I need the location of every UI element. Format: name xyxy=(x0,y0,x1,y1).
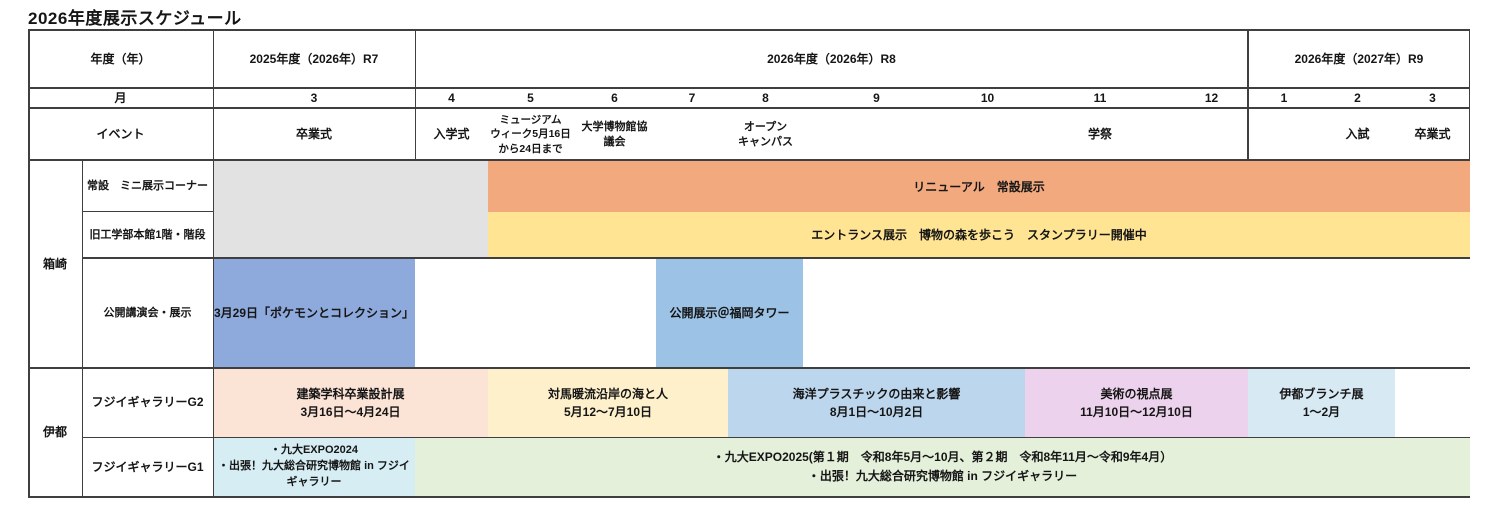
block-pokemon-lecture: 3月29日「ポケモンとコレクション」 xyxy=(213,258,415,368)
month-8: 8 xyxy=(762,91,769,106)
block-title: 対馬暖流沿岸の海と人 xyxy=(547,386,668,401)
event-open-campus: オープン キャンパス xyxy=(738,120,793,148)
grid-line-g2-g1 xyxy=(82,436,1470,438)
grid-line-right xyxy=(1468,29,1470,161)
month-10: 10 xyxy=(980,91,995,106)
block-title: 美術の視点展 xyxy=(1100,386,1173,401)
month-row-label: 月 xyxy=(114,91,127,106)
row-label-public-lecture: 公開講演会・展示 xyxy=(103,306,192,319)
grid-line-row2 xyxy=(82,257,1470,259)
group-ito: 伊都 xyxy=(42,425,67,440)
month-12: 12 xyxy=(1204,91,1219,106)
grid-line-top xyxy=(28,29,1470,31)
grid-line-r7-r8 xyxy=(414,29,416,161)
event-entrance-ceremony: 入学式 xyxy=(433,127,470,142)
block-line2: ・出張！九大総合研究博物館 in フジイギャラリー xyxy=(218,460,410,488)
grid-line-under-event xyxy=(28,159,1470,161)
grid-line-bottom xyxy=(28,495,1470,498)
block-title: 海洋プラスチックの由来と影響 xyxy=(792,386,961,401)
block-title: 伊都ブランチ展 xyxy=(1279,386,1364,401)
block-dates: 3月16日～4月24日 xyxy=(300,404,401,419)
block-entrance-exhibit: エントランス展示 博物の森を歩こう スタンプラリー開催中 xyxy=(488,212,1470,258)
month-1: 1 xyxy=(1280,91,1288,106)
grid-line-left xyxy=(28,29,30,497)
event-graduation-1: 卒業式 xyxy=(295,127,332,142)
block-ito-branch-exhibit: 伊都ブランチ展 1～2月 xyxy=(1248,368,1395,437)
grid-line-under-month xyxy=(28,107,1470,109)
group-hakozaki: 箱崎 xyxy=(42,257,67,272)
block-dates: 5月12～7月10日 xyxy=(563,404,653,419)
event-graduation-2: 卒業式 xyxy=(1414,127,1451,142)
block-line1: ・九大EXPO2025(第１期 令和8年5月～10月、第２期 令和8年11月～令… xyxy=(712,449,1173,464)
fiscal-year-r9: 2026年度（2027年）R9 xyxy=(1294,51,1424,66)
event-entrance-exam: 入試 xyxy=(1345,127,1370,142)
block-label: 3月29日「ポケモンとコレクション」 xyxy=(213,306,415,320)
block-expo2024: ・九大EXPO2024 ・出張！九大総合研究博物館 in フジイギャラリー xyxy=(213,437,415,497)
block-label: 公開展示＠福岡タワー xyxy=(669,306,790,320)
month-6: 6 xyxy=(611,91,618,106)
block-fukuoka-tower: 公開展示＠福岡タワー xyxy=(656,258,803,368)
block-line2: ・出張！九大総合研究博物館 in フジイギャラリー xyxy=(807,469,1078,483)
block-label: エントランス展示 博物の森を歩こう スタンプラリー開催中 xyxy=(811,228,1147,242)
row-label-gallery-g1: フジイギャラリーG1 xyxy=(91,459,204,474)
block-kaiyo-exhibit: 海洋プラスチックの由来と影響 8月1日～10月2日 xyxy=(728,368,1025,437)
month-3: 3 xyxy=(310,91,318,106)
page-title: 2026年度展示スケジュール xyxy=(28,9,242,28)
year-row-label: 年度（年） xyxy=(90,51,151,66)
block-line1: ・九大EXPO2024 xyxy=(269,444,359,457)
block-renewal-permanent: リニューアル 常設展示 xyxy=(488,161,1470,212)
grid-line-group xyxy=(28,366,1470,369)
block-dates: 11月10日～12月10日 xyxy=(1080,404,1193,419)
grid-line-data-start xyxy=(212,29,214,497)
event-school-festival: 学祭 xyxy=(1087,127,1112,142)
event-museum-week: ミュージアム ウィーク5月16日 から24日まで xyxy=(490,114,571,155)
fiscal-year-r8: 2026年度（2026年）R8 xyxy=(767,51,896,66)
block-dates: 1～2月 xyxy=(1302,404,1341,419)
month-2: 2 xyxy=(1354,91,1361,106)
event-row-label: イベント xyxy=(96,127,145,142)
month-9: 9 xyxy=(873,91,880,106)
event-museum-council: 大学博物館協 議会 xyxy=(581,120,648,148)
row-label-permanent: 常設 ミニ展示コーナー xyxy=(87,180,208,193)
block-dates: 8月1日～10月2日 xyxy=(829,404,924,419)
grid-line-under-year xyxy=(28,87,1470,89)
grid-line-r8-r9 xyxy=(1247,29,1249,161)
block-kenchiku-exhibit: 建築学科卒業設計展 3月16日～4月24日 xyxy=(213,368,488,437)
row-label-old-building: 旧工学部本館1階・階段 xyxy=(89,228,206,241)
block-label: リニューアル 常設展示 xyxy=(913,179,1045,194)
grid-line-label-col xyxy=(82,161,83,497)
block-tsushima-exhibit: 対馬暖流沿岸の海と人 5月12～7月10日 xyxy=(488,368,728,437)
block-expo2025: ・九大EXPO2025(第１期 令和8年5月～10月、第２期 令和8年11月～令… xyxy=(415,437,1470,497)
month-5: 5 xyxy=(527,91,534,106)
block-bijutsu-exhibit: 美術の視点展 11月10日～12月10日 xyxy=(1025,368,1248,437)
month-11: 11 xyxy=(1093,91,1107,106)
month-4: 4 xyxy=(448,91,455,106)
grid-line-row1 xyxy=(82,211,213,212)
fiscal-year-r7: 2025年度（2026年）R7 xyxy=(249,51,379,66)
row-label-gallery-g2: フジイギャラリーG2 xyxy=(91,395,204,410)
block-title: 建築学科卒業設計展 xyxy=(296,386,405,401)
month-3b: 3 xyxy=(1429,91,1436,106)
month-7: 7 xyxy=(688,91,696,106)
block-preparation-gray xyxy=(213,161,488,258)
